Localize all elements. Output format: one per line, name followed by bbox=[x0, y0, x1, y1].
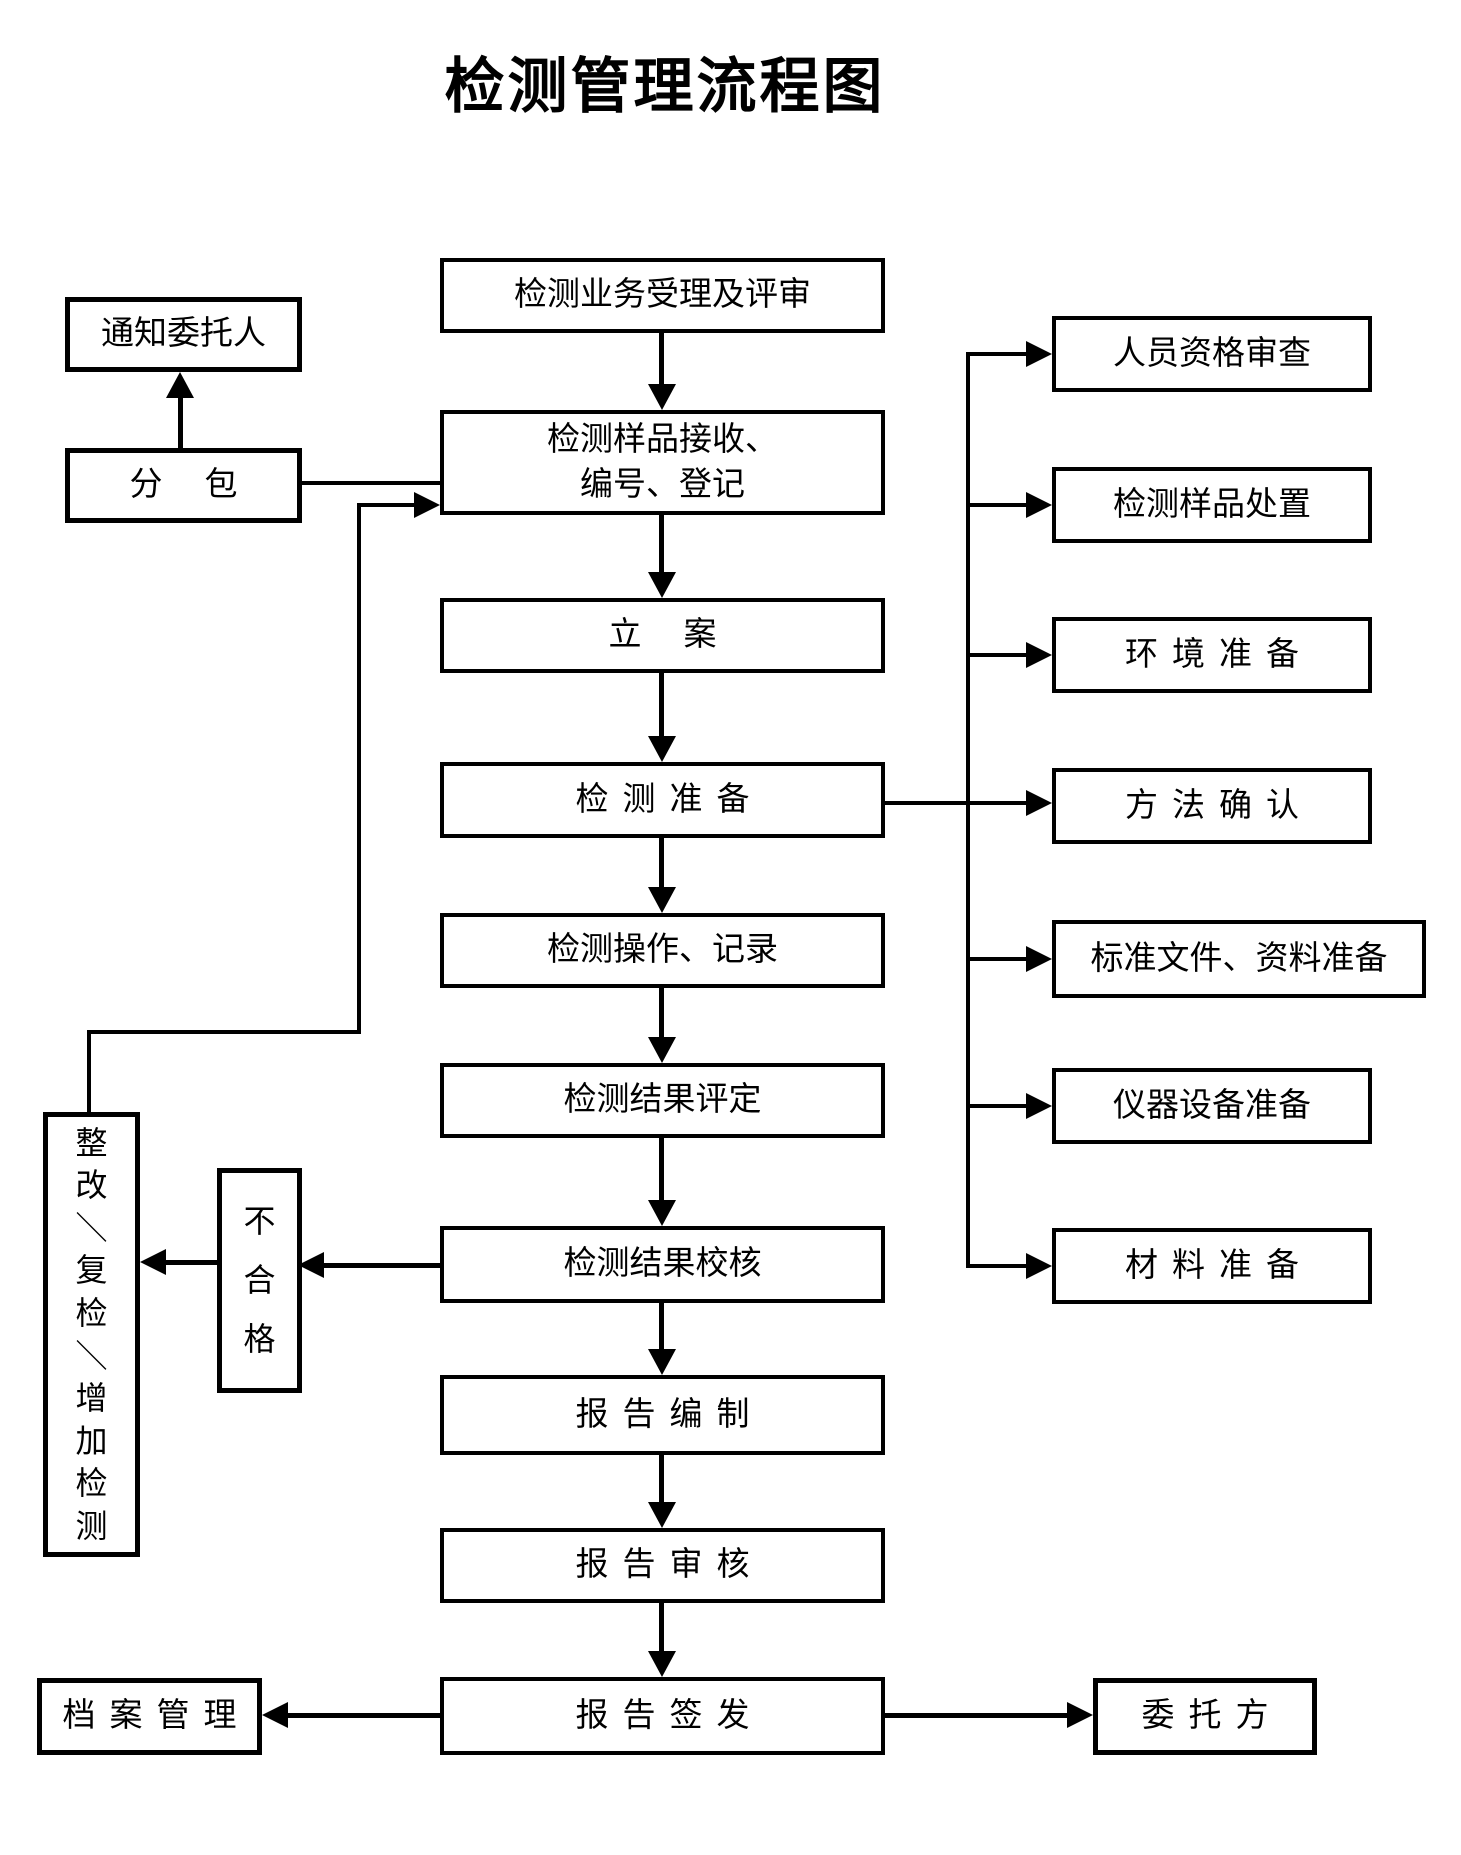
arrow-spine-to-standards-line bbox=[966, 957, 1026, 961]
arrow-prepare-to-operate-line bbox=[659, 838, 664, 887]
arrow-spine-to-standards-head bbox=[1026, 946, 1052, 972]
node-label: 立案 bbox=[608, 617, 759, 654]
arrow-sample-to-filing-line bbox=[659, 515, 664, 572]
node-label: 检测操作、记录 bbox=[547, 932, 778, 969]
node-report-issue: 报告签发 bbox=[440, 1677, 885, 1755]
arrow-filing-to-prepare-line bbox=[659, 673, 664, 736]
node-sample-receive: 检测样品接收、 编号、登记 bbox=[440, 410, 885, 515]
arrow-prepare-to-method-head bbox=[1026, 790, 1052, 816]
arrow-spine-to-instruments-line bbox=[966, 1104, 1026, 1108]
arrow-subcontract-to-notify-line bbox=[178, 398, 183, 448]
arrow-issue-to-client-head bbox=[1067, 1702, 1093, 1728]
node-label: 报告审核 bbox=[575, 1547, 764, 1584]
page-title: 检测管理流程图 bbox=[444, 53, 886, 120]
node-label: 通知委托人 bbox=[101, 316, 266, 353]
arrow-review-to-issue-head bbox=[648, 1651, 676, 1677]
node-label: 检测业务受理及评审 bbox=[514, 277, 811, 314]
node-sample-disposal: 检测样品处置 bbox=[1052, 467, 1372, 543]
arrow-spine-to-disposal-line bbox=[966, 503, 1026, 507]
node-label: 整改＼复检＼增加检测 bbox=[75, 1124, 108, 1544]
node-label: 标准文件、资料准备 bbox=[1090, 940, 1388, 977]
arrow-nonconforming-to-rework-line bbox=[166, 1260, 217, 1265]
node-report-review: 报告审核 bbox=[440, 1528, 885, 1603]
node-personnel-qualification: 人员资格审查 bbox=[1052, 316, 1372, 392]
node-rework-recheck-addtest: 整改＼复检＼增加检测 bbox=[43, 1112, 140, 1557]
node-label: 报告签发 bbox=[575, 1697, 764, 1734]
node-label-line2: 编号、登记 bbox=[580, 466, 745, 503]
arrow-spine-to-personnel-head bbox=[1026, 341, 1052, 367]
node-standards-documents: 标准文件、资料准备 bbox=[1052, 920, 1426, 998]
arrow-issue-to-client-line bbox=[885, 1713, 1067, 1718]
node-test-operation-record: 检测操作、记录 bbox=[440, 913, 885, 988]
arrow-spine-to-disposal-head bbox=[1026, 492, 1052, 518]
arrow-operate-to-evaluate-head bbox=[648, 1037, 676, 1063]
arrow-issue-to-archive-line bbox=[288, 1713, 440, 1718]
node-method-confirmation: 方法确认 bbox=[1052, 768, 1372, 844]
arrow-spine-to-materials-head bbox=[1026, 1253, 1052, 1279]
loop-rework-horizontal-segment bbox=[87, 1030, 361, 1034]
arrow-loop-to-sample-head bbox=[414, 492, 440, 518]
arrow-check-to-compile-line bbox=[659, 1303, 664, 1349]
node-environment-preparation: 环境准备 bbox=[1052, 617, 1372, 693]
arrow-spine-to-environment-head bbox=[1026, 642, 1052, 668]
arrow-review-to-issue-line bbox=[659, 1603, 664, 1651]
arrow-compile-to-review-line bbox=[659, 1455, 664, 1502]
node-label: 环境准备 bbox=[1125, 636, 1313, 673]
node-nonconforming: 不合格 bbox=[217, 1168, 302, 1393]
node-subcontract: 分包 bbox=[65, 448, 302, 523]
arrow-operate-to-evaluate-line bbox=[659, 988, 664, 1037]
arrow-check-to-nonconforming-head bbox=[298, 1252, 324, 1278]
node-label: 材料准备 bbox=[1125, 1247, 1313, 1284]
arrow-prepare-to-method-line bbox=[885, 801, 1026, 805]
arrow-subcontract-to-notify-head bbox=[166, 372, 194, 398]
node-archive-management: 档案管理 bbox=[37, 1678, 262, 1755]
arrow-spine-to-materials-line bbox=[966, 1264, 1026, 1268]
arrow-check-to-compile-head bbox=[648, 1349, 676, 1375]
arrow-compile-to-review-head bbox=[648, 1502, 676, 1528]
node-result-evaluation: 检测结果评定 bbox=[440, 1063, 885, 1138]
node-test-preparation: 检测准备 bbox=[440, 762, 885, 838]
arrow-spine-to-personnel-line bbox=[966, 352, 1026, 356]
node-label: 报告编制 bbox=[575, 1396, 764, 1433]
node-report-compile: 报告编制 bbox=[440, 1375, 885, 1455]
node-instrument-preparation: 仪器设备准备 bbox=[1052, 1068, 1372, 1144]
arrow-spine-to-environment-line bbox=[966, 653, 1026, 657]
arrow-accept-to-sample-head bbox=[648, 384, 676, 410]
node-client: 委托方 bbox=[1093, 1678, 1317, 1755]
node-result-check: 检测结果校核 bbox=[440, 1226, 885, 1303]
node-acceptance-review: 检测业务受理及评审 bbox=[440, 258, 885, 333]
spine-preparation-branches bbox=[966, 352, 970, 1268]
node-notify-client: 通知委托人 bbox=[65, 297, 302, 372]
node-label: 检测样品处置 bbox=[1113, 486, 1311, 523]
node-label: 仪器设备准备 bbox=[1113, 1087, 1311, 1124]
arrow-spine-to-instruments-head bbox=[1026, 1093, 1052, 1119]
arrow-evaluate-to-check-head bbox=[648, 1200, 676, 1226]
arrow-sample-to-filing-head bbox=[648, 572, 676, 598]
node-label: 检测结果评定 bbox=[563, 1082, 762, 1119]
arrow-accept-to-sample-line bbox=[659, 333, 664, 384]
node-label: 委托方 bbox=[1141, 1698, 1283, 1735]
arrow-filing-to-prepare-head bbox=[648, 736, 676, 762]
arrow-check-to-nonconforming-line bbox=[324, 1263, 440, 1268]
node-label: 方法确认 bbox=[1125, 787, 1313, 824]
loop-rework-vertical-segment bbox=[87, 1030, 91, 1112]
arrow-prepare-to-operate-head bbox=[648, 887, 676, 913]
node-label: 检测结果校核 bbox=[563, 1246, 762, 1283]
node-filing: 立案 bbox=[440, 598, 885, 673]
node-label: 检测准备 bbox=[575, 781, 764, 818]
arrow-evaluate-to-check-line bbox=[659, 1138, 664, 1200]
line-subcontract-to-sample bbox=[302, 481, 440, 485]
loop-rework-riser-segment bbox=[357, 505, 361, 1034]
node-label: 不合格 bbox=[243, 1202, 276, 1358]
node-material-preparation: 材料准备 bbox=[1052, 1228, 1372, 1304]
arrow-loop-to-sample-line bbox=[357, 503, 414, 507]
node-label: 档案管理 bbox=[62, 1698, 251, 1735]
node-label-line1: 检测样品接收、 bbox=[547, 421, 778, 458]
node-label: 人员资格审查 bbox=[1113, 335, 1311, 372]
arrow-nonconforming-to-rework-head bbox=[140, 1249, 166, 1275]
arrow-issue-to-archive-head bbox=[262, 1702, 288, 1728]
node-label: 分包 bbox=[129, 467, 280, 504]
